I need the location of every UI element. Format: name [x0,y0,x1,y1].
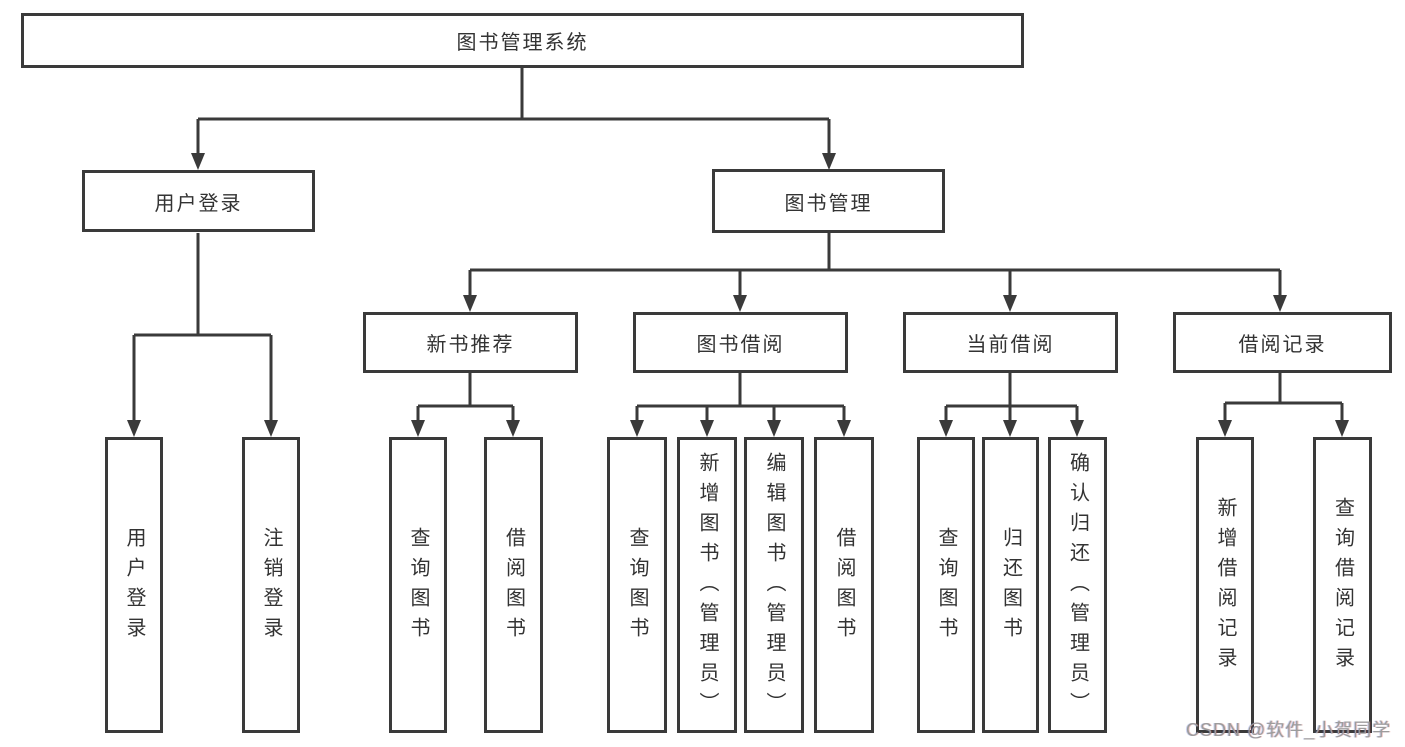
node-current-return-books: 归还图书 [982,437,1039,733]
node-borrowing-records: 借阅记录 [1173,312,1392,373]
node-recommend-borrow-books: 借阅图书 [484,437,543,733]
node-current-confirm-return-admin: 确认归还（管理员） [1048,437,1107,733]
node-borrow-add-books-admin: 新增图书（管理员） [677,437,737,733]
node-borrow-query-books: 查询图书 [607,437,667,733]
node-root: 图书管理系统 [21,13,1024,68]
watermark: CSDN @软件_小贺同学 [1186,720,1392,740]
arrowheads [127,153,1349,437]
node-borrow-edit-books-admin: 编辑图书（管理员） [744,437,804,733]
node-new-book-recommendation: 新书推荐 [363,312,578,373]
node-logout-leaf: 注销登录 [242,437,300,733]
node-records-add-record: 新增借阅记录 [1196,437,1254,733]
node-user-login-leaf: 用户登录 [105,437,163,733]
node-book-borrowing: 图书借阅 [633,312,848,373]
node-book-management: 图书管理 [712,169,945,233]
node-user-login: 用户登录 [82,170,315,232]
node-records-query-record: 查询借阅记录 [1313,437,1372,733]
node-current-query-books: 查询图书 [917,437,975,733]
node-current-borrowing: 当前借阅 [903,312,1118,373]
node-recommend-query-books: 查询图书 [389,437,447,733]
node-borrow-borrow-books: 借阅图书 [814,437,874,733]
